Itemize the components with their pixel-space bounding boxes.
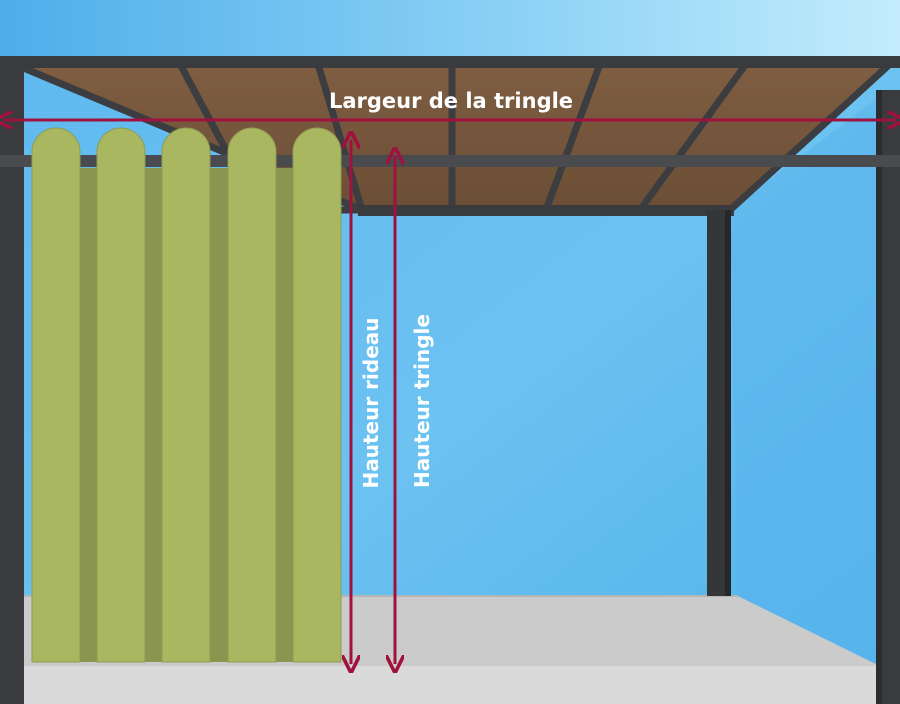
curtain-panel xyxy=(161,127,211,663)
front-right-post-shade xyxy=(876,90,882,704)
roof-front-frame xyxy=(0,56,900,68)
back-beam xyxy=(358,205,734,216)
rod-height-label: Hauteur tringle xyxy=(410,314,434,488)
curtain-rod xyxy=(0,155,900,167)
curtain-panel xyxy=(227,127,277,663)
top-sky-band xyxy=(0,0,900,58)
curtain-height-label: Hauteur rideau xyxy=(359,318,383,489)
curtain-panel xyxy=(292,127,342,663)
curtain xyxy=(31,127,342,663)
right-side-wall xyxy=(730,96,880,666)
width-label: Largeur de la tringle xyxy=(329,89,573,113)
floor-front-edge xyxy=(22,666,880,704)
curtain-panel xyxy=(96,127,146,663)
front-left-post xyxy=(0,56,24,704)
back-right-post-shade xyxy=(725,210,731,596)
curtain-panel xyxy=(31,127,81,663)
